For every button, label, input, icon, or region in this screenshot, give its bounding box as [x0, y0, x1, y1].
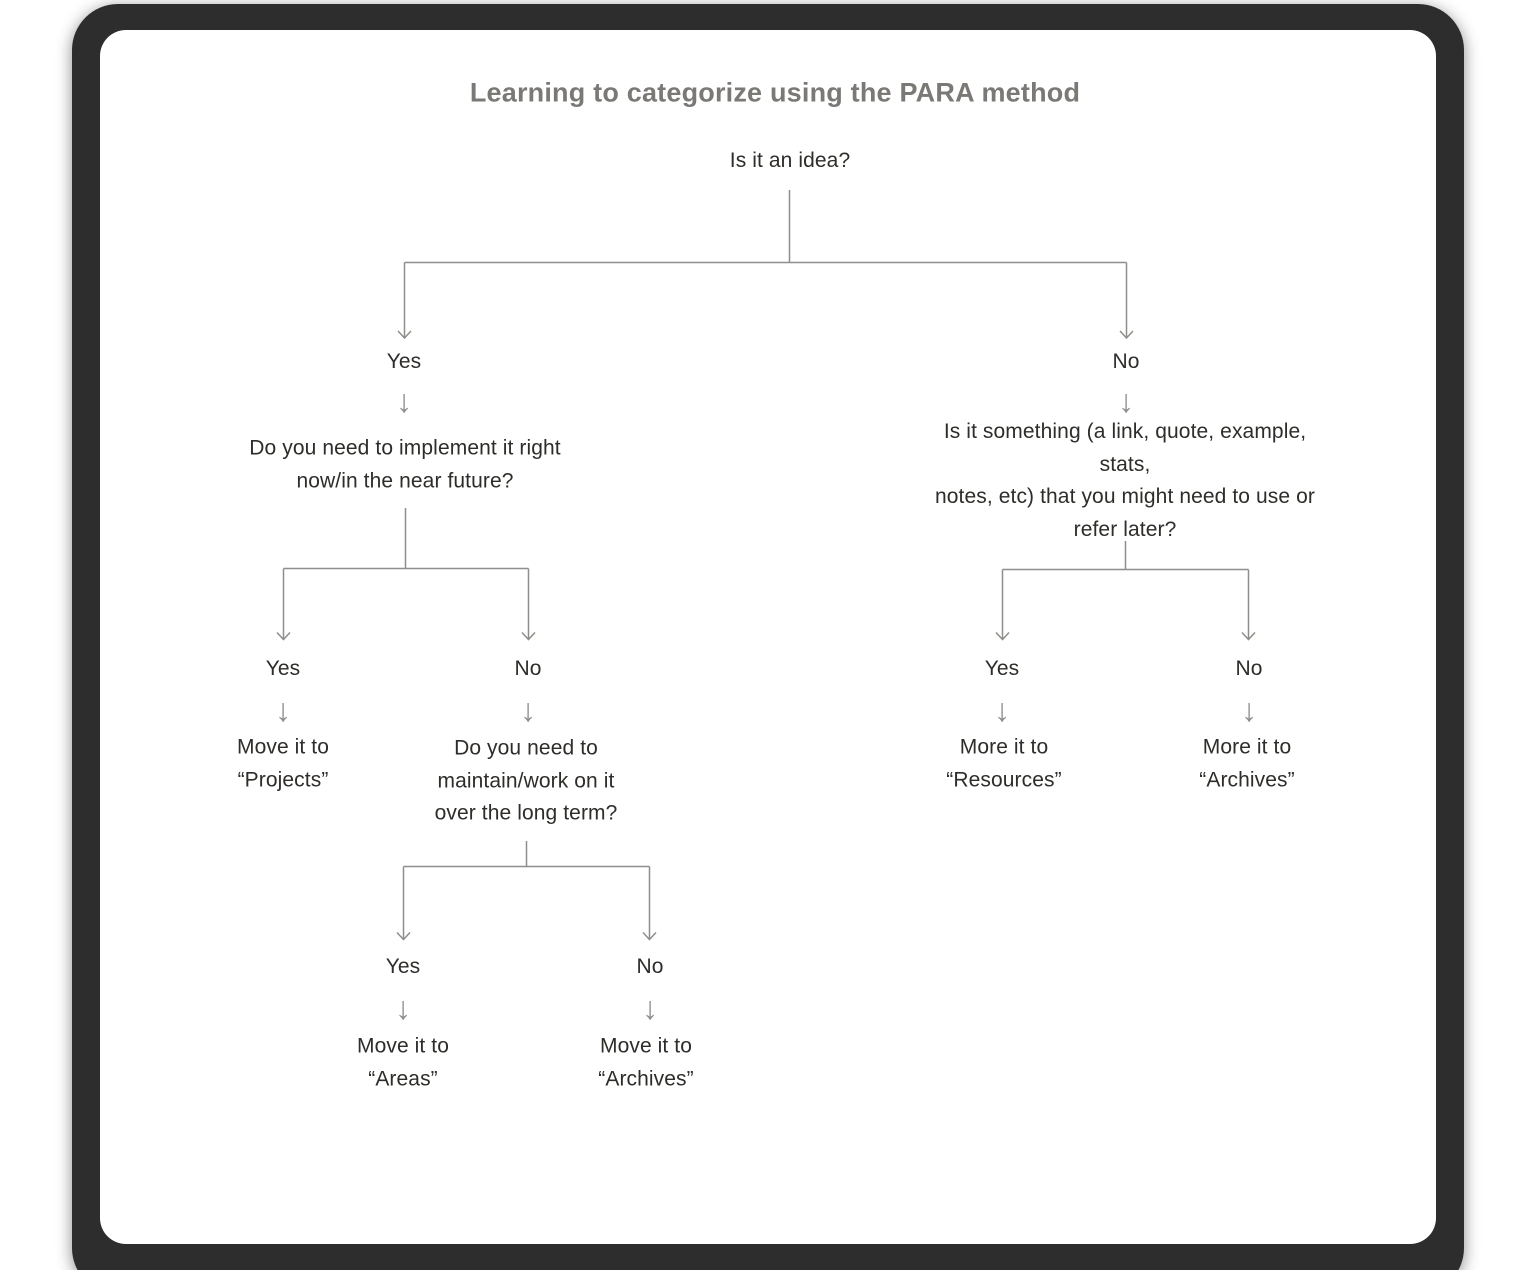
down-arrow-icon: ↓: [520, 692, 536, 728]
branch-label-yes: Yes: [385, 954, 421, 978]
down-arrow-icon: ↓: [994, 692, 1010, 728]
down-arrow-icon: ↓: [1118, 383, 1134, 419]
down-arrow-icon: ↓: [395, 990, 411, 1026]
node-question-implement: Do you need to implement it right now/in…: [249, 436, 561, 493]
branch-label-yes: Yes: [984, 656, 1020, 680]
node-outcome-resources: More it to “Resources”: [946, 735, 1062, 792]
canvas-panel: [100, 30, 1436, 1244]
branch-label-no: No: [1112, 349, 1140, 373]
down-arrow-icon: ↓: [396, 383, 412, 419]
branch-label-no: No: [514, 656, 542, 680]
node-question-reference: Is it something (a link, quote, example,…: [935, 420, 1315, 541]
node-root-question: Is it an idea?: [729, 148, 851, 172]
node-outcome-archives-right: More it to “Archives”: [1199, 735, 1295, 792]
node-outcome-areas: Move it to “Areas”: [356, 1034, 450, 1091]
diagram-title: Learning to categorize using the PARA me…: [469, 77, 1081, 108]
down-arrow-icon: ↓: [1241, 692, 1257, 728]
node-outcome-projects: Move it to “Projects”: [236, 735, 330, 792]
branch-label-no: No: [1235, 656, 1263, 680]
branch-label-yes: Yes: [386, 349, 422, 373]
node-question-maintain: Do you need to maintain/work on it over …: [434, 736, 618, 825]
branch-label-no: No: [636, 954, 664, 978]
down-arrow-icon: ↓: [275, 692, 291, 728]
node-outcome-archives-left: Move it to “Archives”: [598, 1034, 694, 1091]
branch-label-yes: Yes: [265, 656, 301, 680]
down-arrow-icon: ↓: [642, 990, 658, 1026]
